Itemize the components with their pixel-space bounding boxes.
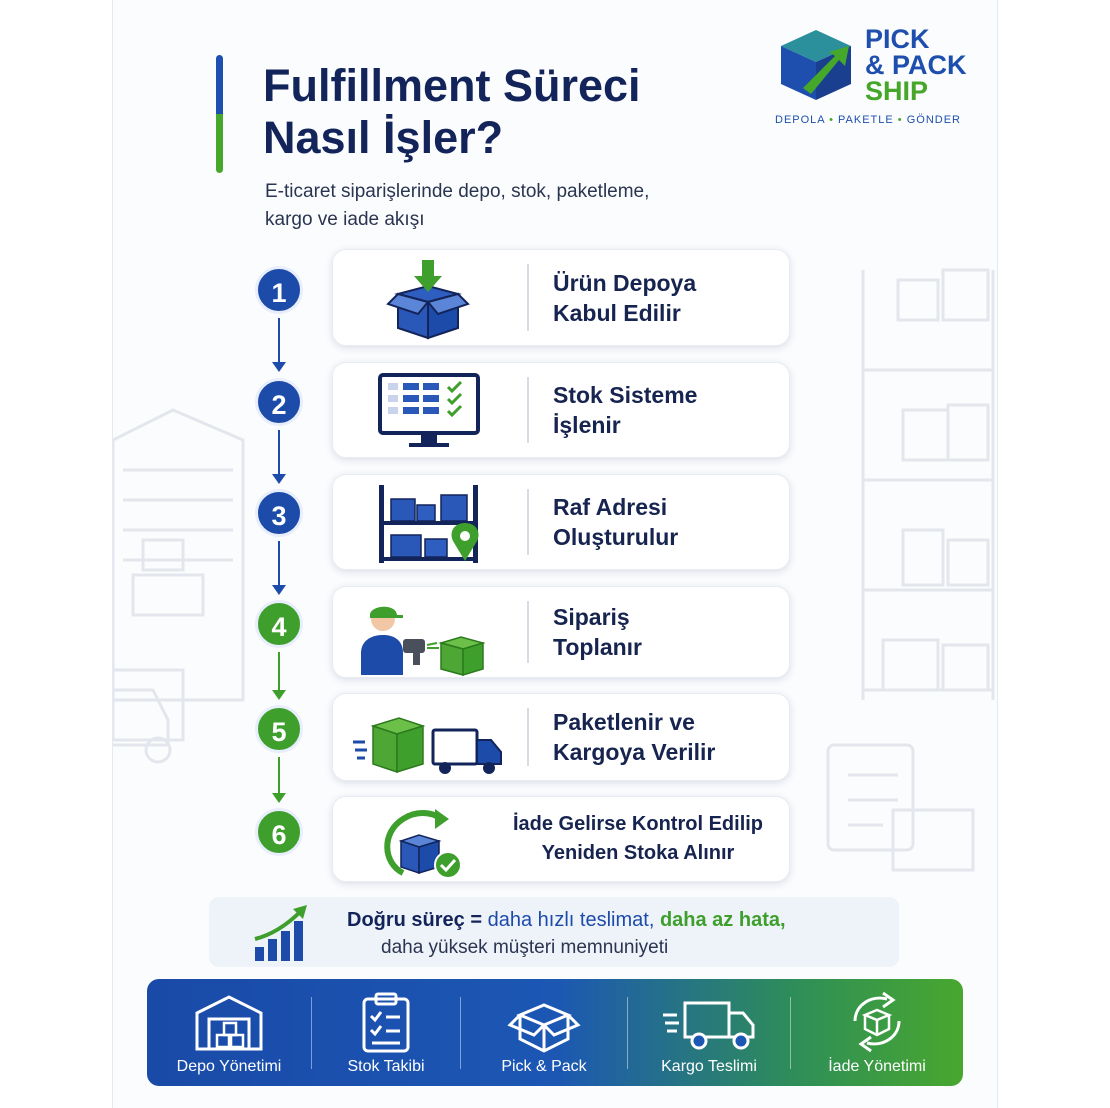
- logo-tag-1: DEPOLA: [775, 114, 826, 126]
- step-card-2: Stok Sisteme İşlenir: [332, 362, 790, 458]
- footer-label-iade: İade Yönetimi: [828, 1058, 926, 1075]
- step-card-4: Sipariş Toplanır: [332, 586, 790, 678]
- page-title: Fulfillment Süreci Nasıl İşler?: [263, 60, 733, 164]
- subtitle-line-1: E-ticaret siparişlerinde depo, stok, pak…: [265, 181, 650, 202]
- return-box-icon: [384, 809, 462, 879]
- worker-scanner-icon: [361, 606, 486, 677]
- step-6-line-2: Yeniden Stoka Alınır: [541, 842, 735, 864]
- step-1-line-1: Ürün Depoya: [553, 269, 697, 296]
- page-subtitle: E-ticaret siparişlerinde depo, stok, pak…: [265, 178, 735, 234]
- summary-bold: Doğru süreç =: [347, 909, 483, 931]
- summary-line-1: Doğru süreç = daha hızlı teslimat, daha …: [347, 909, 786, 932]
- footer-services-bar: Depo Yönetimi Stok Takibi Pick & Pack: [147, 979, 963, 1086]
- step-4-line-1: Sipariş: [553, 604, 630, 630]
- step-number-2: 2: [255, 378, 303, 426]
- down-arrow-icon: [272, 430, 286, 484]
- step-card-5: Paketlenir ve Kargoya Verilir: [332, 693, 790, 781]
- footer-label-depo: Depo Yönetimi: [176, 1058, 282, 1075]
- step-5-label: Paketlenir ve Kargoya Verilir: [553, 694, 783, 780]
- down-arrow-icon: [272, 318, 286, 372]
- step-card-1: Ürün Depoya Kabul Edilir: [332, 249, 790, 346]
- summary-comma-1: ,: [648, 909, 655, 931]
- summary-green: daha az hata: [659, 909, 780, 931]
- step-1-line-2: Kabul Edilir: [553, 299, 681, 326]
- footer-item-stok: Stok Takibi: [312, 979, 460, 1086]
- open-box-icon: [507, 1003, 581, 1053]
- footer-item-iade: İade Yönetimi: [791, 979, 963, 1086]
- step-4-line-2: Toplanır: [553, 634, 643, 660]
- summary-box: Doğru süreç = daha hızlı teslimat, daha …: [209, 897, 899, 967]
- step-number-3: 3: [255, 489, 303, 537]
- logo-tag-3: GÖNDER: [906, 114, 961, 126]
- box-receive-icon: [386, 260, 470, 340]
- footer-label-kargo: Kargo Teslimi: [661, 1058, 757, 1075]
- infographic-page: Fulfillment Süreci Nasıl İşler? E-ticare…: [112, 0, 998, 1108]
- logo-word-pack: & PACK: [865, 50, 967, 80]
- step-number-4: 4: [255, 600, 303, 648]
- background-warehouse-illustration: [113, 268, 995, 872]
- package-truck-icon: [353, 717, 502, 774]
- step-number-5: 5: [255, 705, 303, 753]
- footer-item-kargo: Kargo Teslimi: [628, 979, 790, 1086]
- recycle-box-icon: [853, 991, 901, 1053]
- subtitle-line-2: kargo ve iade akışı: [265, 209, 425, 230]
- step-3-line-2: Oluşturulur: [553, 524, 679, 550]
- step-6-label: İade Gelirse Kontrol Edilip Yeniden Stok…: [493, 797, 783, 881]
- down-arrow-icon: [272, 757, 286, 803]
- footer-item-pickpack: Pick & Pack: [461, 979, 627, 1086]
- step-card-3: Raf Adresi Oluşturulur: [332, 474, 790, 570]
- shelf-location-icon: [379, 485, 479, 563]
- step-card-6: İade Gelirse Kontrol Edilip Yeniden Stok…: [332, 796, 790, 882]
- logo-box-arrow-icon: [781, 30, 851, 100]
- down-arrow-icon: [272, 652, 286, 700]
- step-number-6: 6: [255, 808, 303, 856]
- logo-wordmark: PICK & PACK SHIP: [865, 24, 967, 106]
- step-3-line-1: Raf Adresi: [553, 494, 668, 520]
- logo-tagline: DEPOLA • PAKETLE • GÖNDER: [775, 114, 961, 126]
- title-line-2: Nasıl İşler?: [263, 112, 504, 163]
- summary-comma-2: ,: [779, 909, 786, 931]
- title-line-1: Fulfillment Süreci: [263, 60, 641, 111]
- step-2-label: Stok Sisteme İşlenir: [553, 363, 783, 457]
- step-number-1: 1: [255, 266, 303, 314]
- step-6-line-1: İade Gelirse Kontrol Edilip: [512, 813, 764, 835]
- step-4-label: Sipariş Toplanır: [553, 587, 783, 677]
- step-5-line-2: Kargoya Verilir: [553, 739, 716, 765]
- pick-pack-ship-logo: PICK & PACK SHIP DEPOLA • PAKETLE • GÖND…: [773, 18, 983, 130]
- footer-item-depo: Depo Yönetimi: [147, 979, 311, 1086]
- truck-icon: [663, 1001, 755, 1050]
- step-2-line-1: Stok Sisteme: [553, 382, 698, 408]
- logo-word-pick: PICK: [865, 24, 930, 54]
- step-2-line-2: İşlenir: [553, 412, 621, 438]
- step-5-line-1: Paketlenir ve: [553, 709, 695, 735]
- down-arrow-icon: [272, 541, 286, 595]
- clipboard-icon: [362, 992, 410, 1053]
- title-accent-bar: [216, 55, 223, 173]
- step-3-label: Raf Adresi Oluşturulur: [553, 475, 783, 569]
- footer-label-stok: Stok Takibi: [347, 1058, 425, 1075]
- growth-chart-icon: [254, 905, 307, 961]
- monitor-checklist-icon: [378, 373, 480, 447]
- step-1-label: Ürün Depoya Kabul Edilir: [553, 250, 783, 345]
- logo-tag-2: PAKETLE: [838, 114, 894, 126]
- footer-label-pickpack: Pick & Pack: [501, 1058, 587, 1075]
- logo-word-ship: SHIP: [865, 76, 929, 106]
- warehouse-icon: [195, 995, 263, 1051]
- summary-line-2: daha yüksek müşteri memnuniyeti: [381, 937, 669, 958]
- summary-blue: daha hızlı teslimat: [487, 909, 649, 931]
